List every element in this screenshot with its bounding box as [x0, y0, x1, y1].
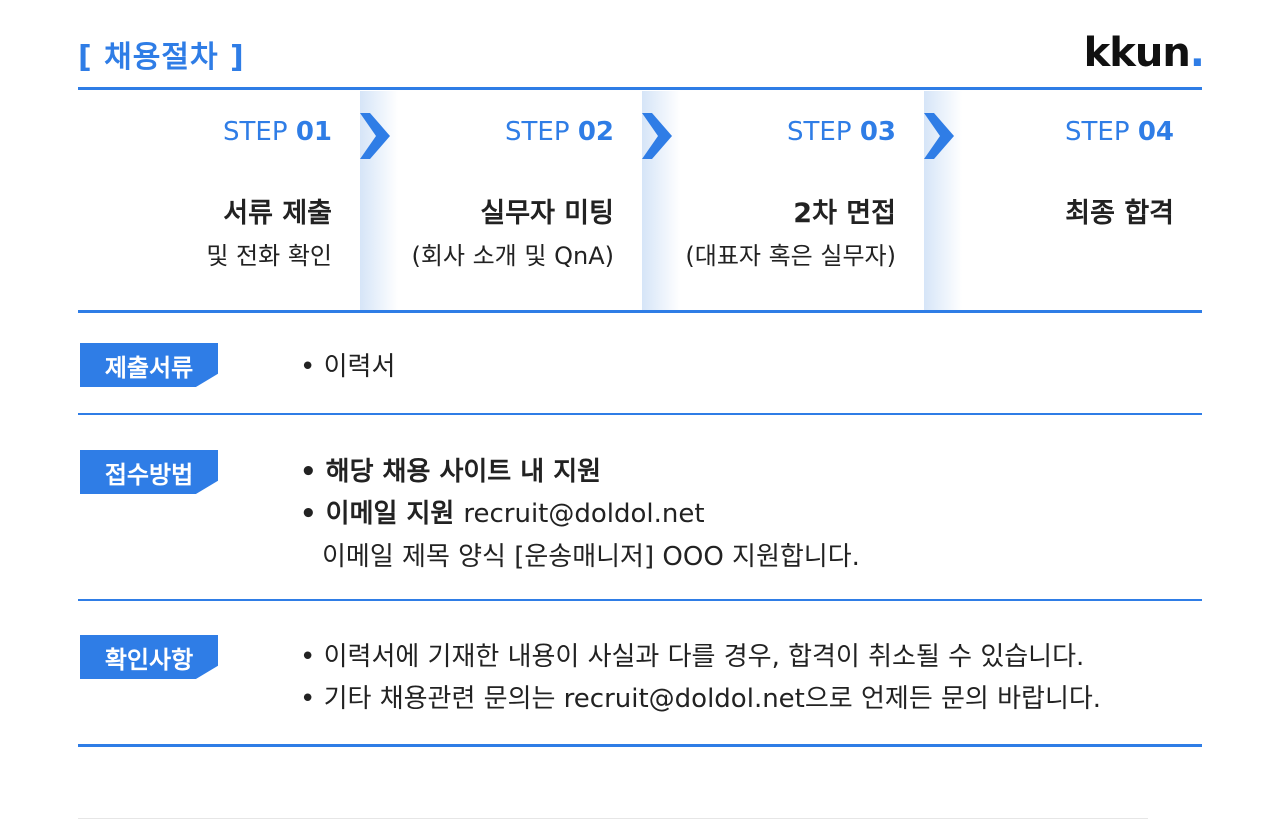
step-title: 최종 합격	[1065, 198, 1174, 229]
step-number: STEP 03	[787, 117, 896, 147]
step-2: STEP 02 실무자 미팅 (회사 소개 및 QnA)	[360, 91, 642, 310]
step-1: STEP 01 서류 제출 및 전화 확인	[78, 91, 360, 310]
step-title: 2차 면접	[793, 198, 896, 229]
notes-item-1: • 이력서에 기재한 내용이 사실과 다를 경우, 합격이 취소될 수 있습니다…	[300, 642, 1085, 672]
step-3: STEP 03 2차 면접 (대표자 혹은 실무자)	[642, 91, 924, 310]
bottom-divider	[78, 744, 1202, 747]
step-subtitle: (대표자 혹은 실무자)	[685, 242, 896, 270]
step-number: STEP 04	[1065, 117, 1174, 147]
chevron-right-icon	[924, 113, 954, 159]
section-label-notes: 확인사항	[80, 635, 218, 679]
step-separator	[642, 91, 680, 310]
step-number: STEP 01	[223, 117, 332, 147]
step-number: STEP 02	[505, 117, 614, 147]
top-divider	[78, 87, 1202, 90]
documents-item: • 이력서	[300, 352, 396, 382]
logo-dot: .	[1189, 30, 1205, 76]
steps-bottom-divider	[78, 310, 1202, 313]
step-title: 서류 제출	[223, 198, 332, 229]
step-separator	[924, 91, 962, 310]
section-divider	[78, 599, 1202, 601]
section-label-apply: 접수방법	[80, 450, 218, 494]
step-subtitle: (회사 소개 및 QnA)	[411, 242, 614, 270]
apply-item-site: • 해당 채용 사이트 내 지원	[300, 457, 602, 487]
chevron-right-icon	[360, 113, 390, 159]
apply-email-subject-format: 이메일 제목 양식 [운송매니저] OOO 지원합니다.	[322, 542, 860, 572]
step-separator	[360, 91, 398, 310]
page-title: [ 채용절차 ]	[78, 40, 245, 75]
step-subtitle: 및 전화 확인	[206, 242, 332, 270]
notes-item-2: • 기타 채용관련 문의는 recruit@doldol.net으로 언제든 문…	[300, 684, 1102, 714]
company-logo: kkun.	[1083, 30, 1205, 76]
process-steps: STEP 01 서류 제출 및 전화 확인 STEP 02 실무자 미팅 (회사…	[78, 91, 1202, 310]
chevron-right-icon	[642, 113, 672, 159]
section-divider	[78, 413, 1202, 415]
apply-item-email: • 이메일 지원 recruit@doldol.net	[300, 499, 705, 529]
step-title: 실무자 미팅	[480, 198, 614, 229]
logo-text: kkun	[1083, 30, 1191, 76]
section-label-documents: 제출서류	[80, 343, 218, 387]
apply-email-address[interactable]: recruit@doldol.net	[463, 499, 705, 529]
step-4: STEP 04 최종 합격	[924, 91, 1202, 310]
